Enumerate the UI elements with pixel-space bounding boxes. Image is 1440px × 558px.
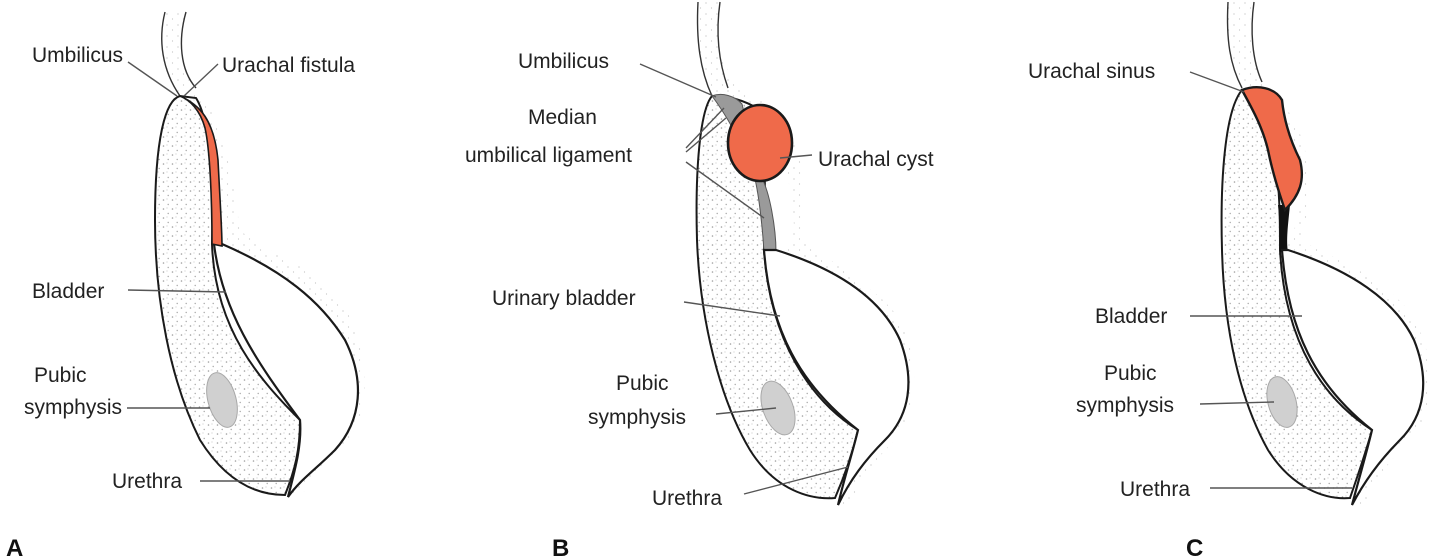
label-umbilicus: Umbilicus bbox=[518, 50, 609, 73]
label-umbilical-ligament: umbilical ligament bbox=[465, 144, 632, 167]
pubic-symphysis-c bbox=[1266, 376, 1298, 428]
panel-letter-a: A bbox=[6, 535, 23, 558]
anterior-abdominal-wall bbox=[1220, 88, 1374, 500]
bladder-cavity bbox=[212, 242, 360, 498]
urachal-sinus-mass bbox=[1240, 86, 1304, 213]
label-urethra: Urethra bbox=[652, 487, 722, 510]
pubic-symphysis-a bbox=[206, 372, 238, 428]
skin-layer bbox=[1227, 2, 1431, 505]
label-urethra: Urethra bbox=[112, 470, 182, 493]
urachal-tract-closed bbox=[1278, 205, 1290, 252]
label-pubic: Pubic bbox=[616, 372, 669, 395]
panel-letter-b: B bbox=[552, 535, 569, 558]
label-urinary-bladder: Urinary bladder bbox=[492, 287, 636, 310]
label-urachal-sinus: Urachal sinus bbox=[1028, 60, 1155, 83]
panel-letter-c: C bbox=[1186, 535, 1203, 558]
label-symphysis: symphysis bbox=[588, 406, 686, 429]
urachal-cyst-mass bbox=[726, 103, 794, 183]
label-pubic: Pubic bbox=[1104, 362, 1157, 385]
label-median: Median bbox=[528, 106, 597, 129]
label-urachal-fistula: Urachal fistula bbox=[222, 54, 355, 77]
bladder-cavity bbox=[762, 248, 910, 506]
label-urachal-cyst: Urachal cyst bbox=[818, 148, 934, 171]
label-pubic: Pubic bbox=[34, 364, 87, 387]
label-umbilicus: Umbilicus bbox=[32, 44, 123, 67]
panel-b: Umbilicus Median umbilical ligament Urac… bbox=[465, 1, 934, 558]
skin-layer bbox=[697, 2, 915, 505]
urachal-fistula-tract bbox=[179, 95, 223, 247]
bladder-cavity bbox=[1280, 248, 1425, 506]
panel-a: Umbilicus Urachal fistula Bladder Pubic … bbox=[6, 11, 365, 558]
label-symphysis: symphysis bbox=[24, 396, 122, 419]
label-bladder: Bladder bbox=[1095, 305, 1167, 328]
panel-c: Urachal sinus Bladder Pubic symphysis Ur… bbox=[1028, 1, 1431, 558]
label-symphysis: symphysis bbox=[1076, 394, 1174, 417]
pubic-symphysis-b bbox=[760, 380, 796, 436]
label-bladder: Bladder bbox=[32, 280, 104, 303]
label-urethra: Urethra bbox=[1120, 478, 1190, 501]
